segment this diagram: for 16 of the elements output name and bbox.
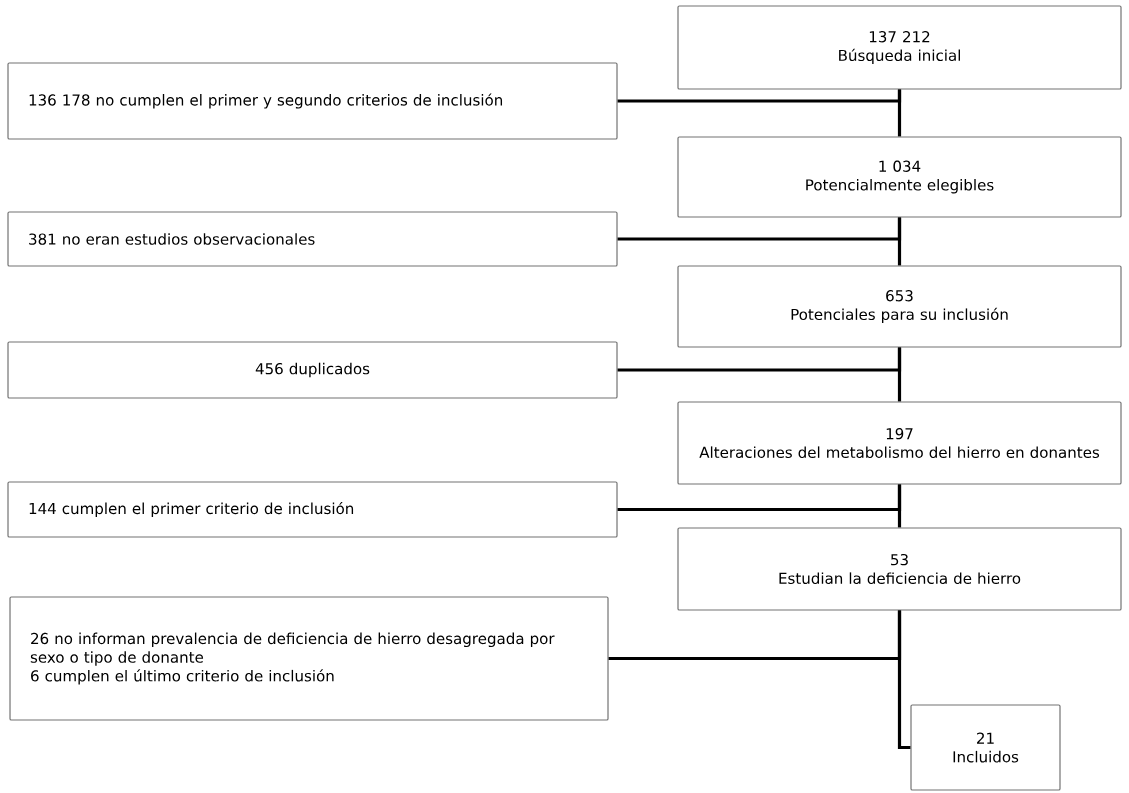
stage-box: 653 Potenciales para su inclusión bbox=[677, 265, 1122, 348]
exclusion-box: 26 no informan prevalencia de deficiencia de hierro desagregada por sexo o tipo de donante 6 cumplen el último criterio de inclusión bbox=[9, 596, 609, 721]
stage-box: 1 034 Potencialmente elegibles bbox=[677, 136, 1122, 218]
result-box: 21 Incluidos bbox=[910, 704, 1061, 791]
exclusion-box: 136 178 no cumplen el primer y segundo criterios de inclusión bbox=[7, 62, 618, 140]
connector-line bbox=[617, 89, 902, 103]
connector-line bbox=[617, 217, 902, 241]
stage-box: 197 Alteraciones del metabolismo del hierro en donantes bbox=[677, 401, 1122, 485]
exclusion-box: 456 duplicados bbox=[7, 341, 618, 399]
connector-line bbox=[617, 347, 902, 372]
connector-line bbox=[617, 484, 902, 512]
exclusion-box: 144 cumplen el primer criterio de inclusión bbox=[7, 481, 618, 538]
exclusion-box: 381 no eran estudios observacionales bbox=[7, 211, 618, 267]
connector-line bbox=[608, 610, 902, 661]
stage-box: 137 212 Búsqueda inicial bbox=[677, 5, 1122, 90]
stage-box: 53 Estudian la deficiencia de hierro bbox=[677, 527, 1122, 611]
